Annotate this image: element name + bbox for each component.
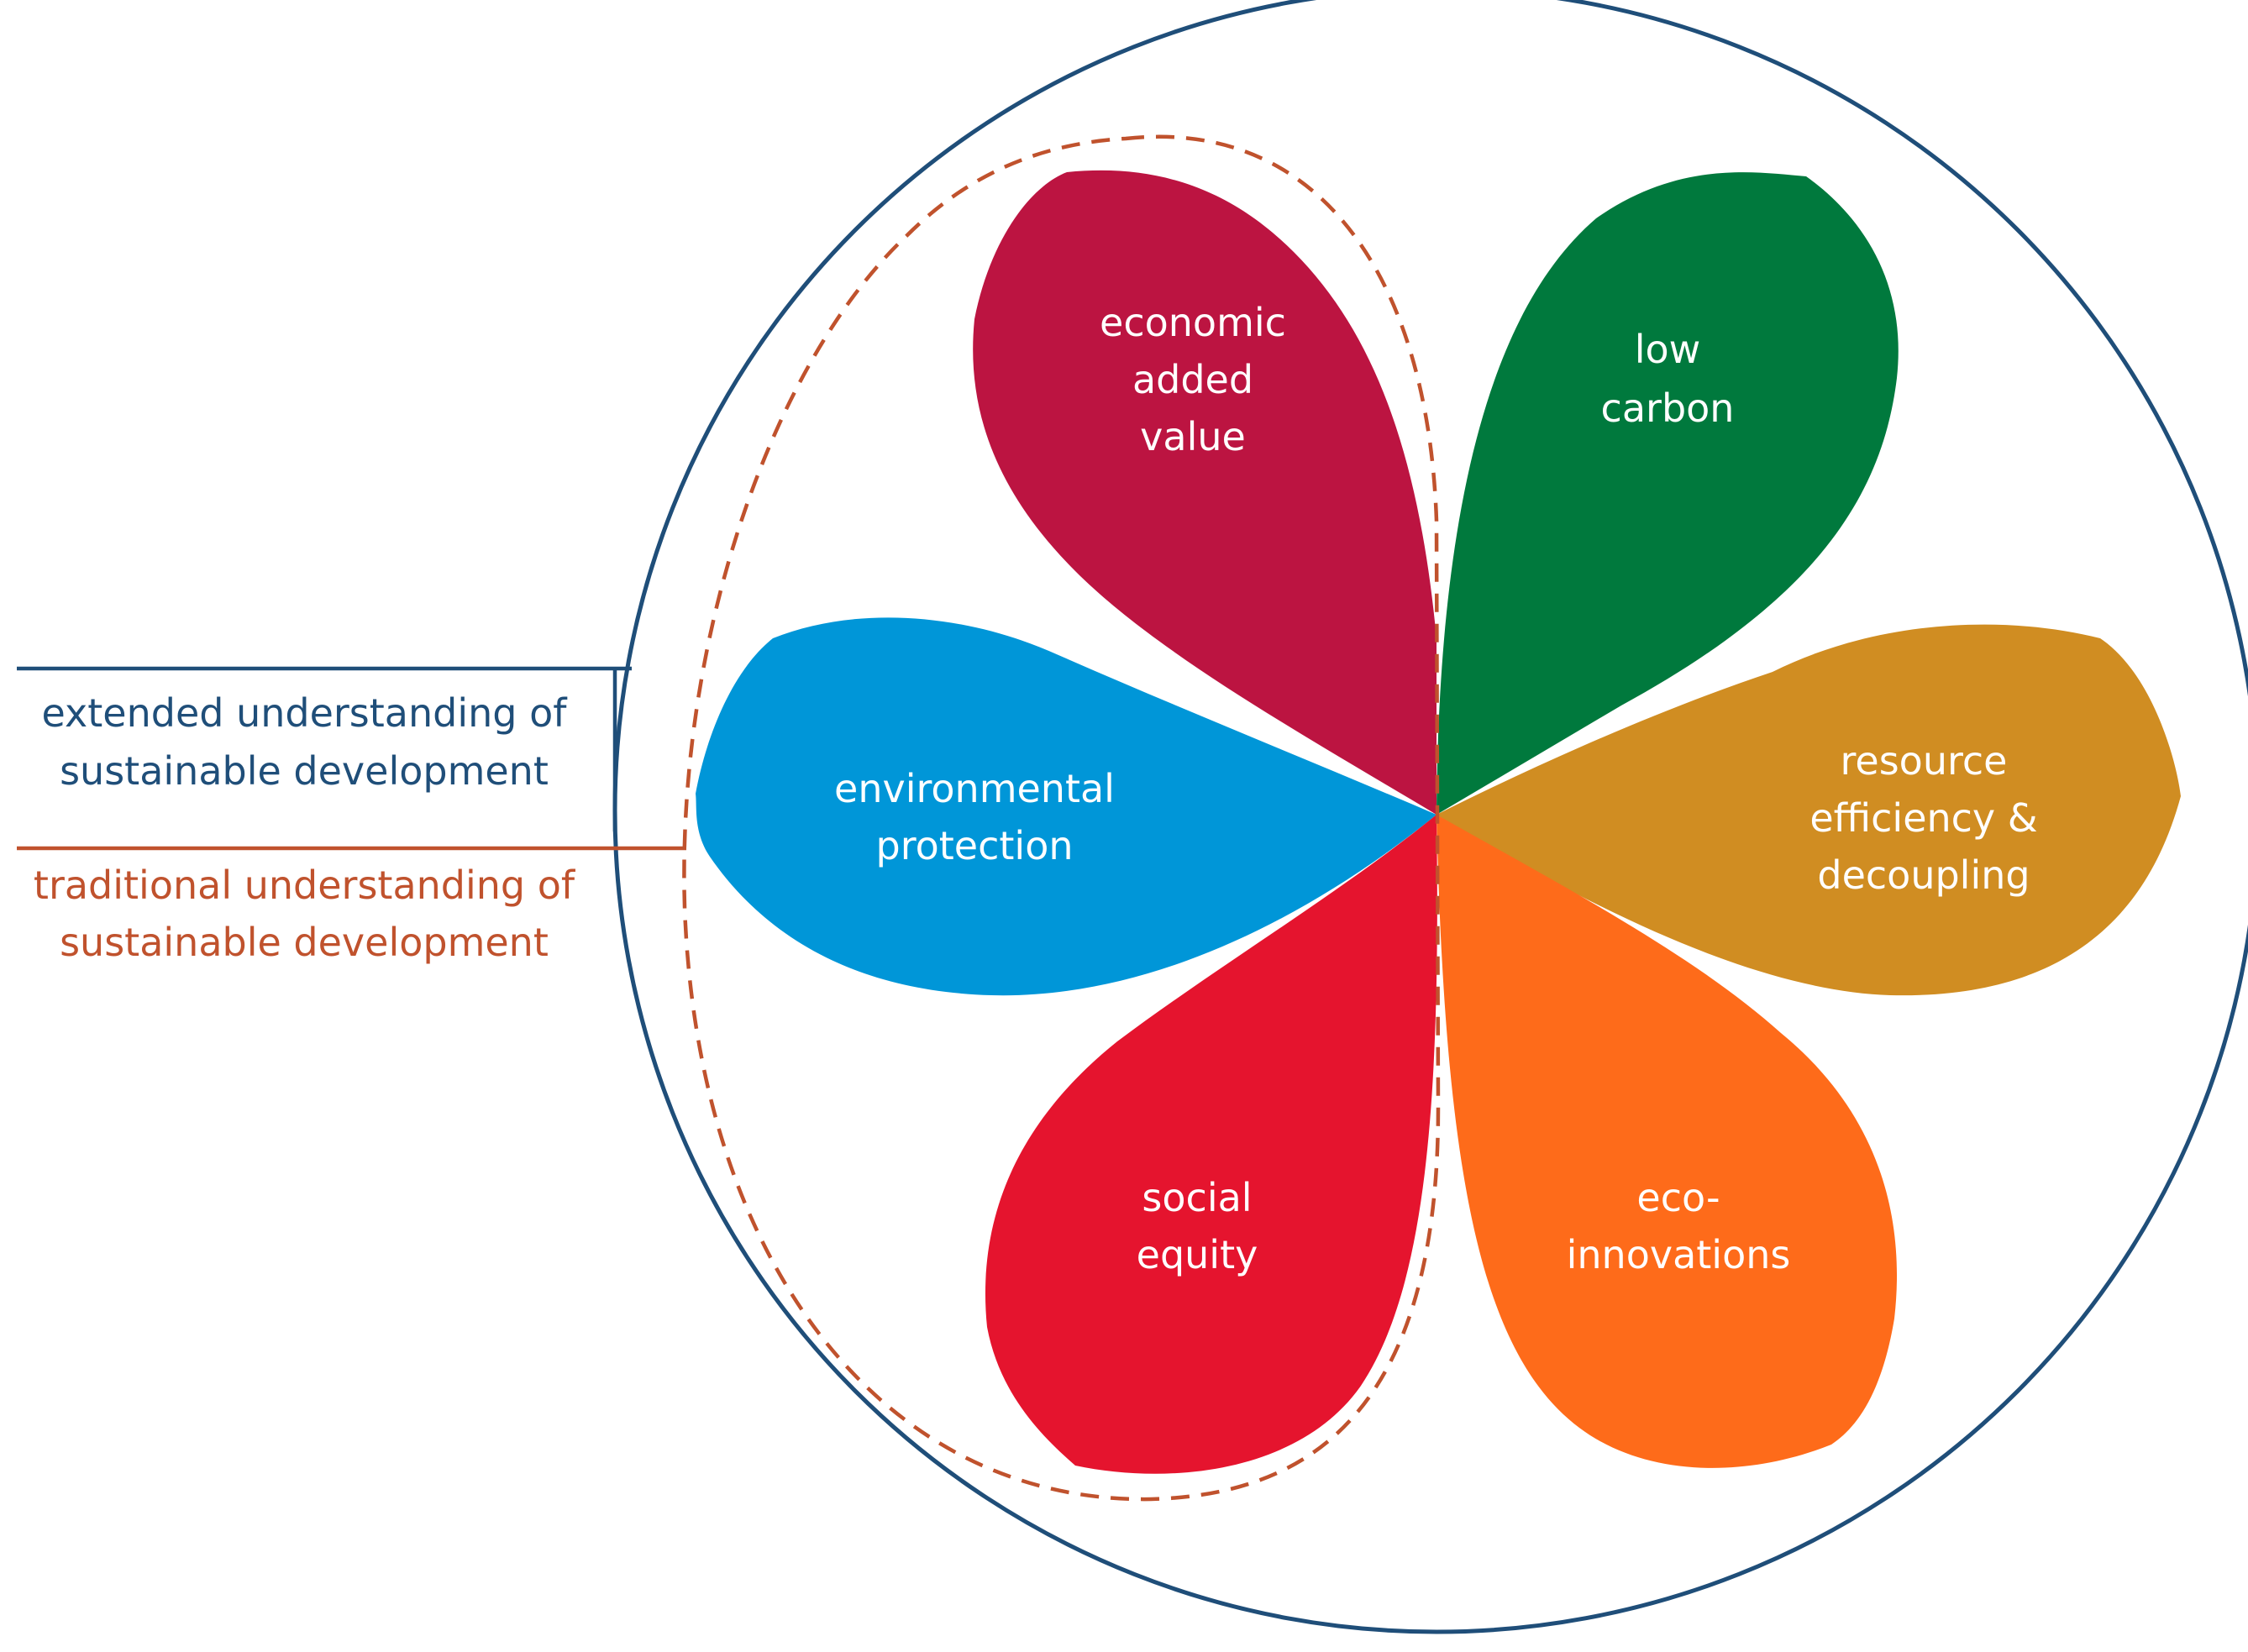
petals-group [696,170,2181,1474]
petal-label-line: economic [1100,300,1286,345]
petal-label-line: equity [1137,1232,1258,1277]
extended-legend: extended understanding of sustainable de… [42,690,569,794]
petal-label-eco-innovations: eco- innovations [1567,1175,1791,1277]
traditional-legend: traditional understanding of sustainable… [34,863,576,965]
petal-label-economic: economic added value [1100,300,1286,459]
petal-label-line: environmental [834,766,1115,811]
petal-economic-added-value [973,170,1437,815]
extended-legend-line1: extended understanding of [42,690,569,736]
petal-label-line: decoupling [1817,852,2030,898]
petal-label-environmental: environmental protection [834,766,1115,868]
petal-label-line: innovations [1567,1232,1791,1277]
petal-label-resource: resource efficiency & decoupling [1809,738,2037,898]
petal-label-line: efficiency & [1809,795,2037,841]
petal-label-line: social [1142,1175,1252,1220]
petal-label-line: added [1132,357,1253,402]
traditional-legend-line2: sustainable development [60,920,549,965]
extended-legend-line2: sustainable development [60,748,549,794]
traditional-boundary-dashed [682,134,1441,1502]
traditional-legend-line1: traditional understanding of [34,863,576,908]
petal-resource-efficiency [1437,624,2181,996]
petal-label-line: protection [876,823,1074,868]
petal-label-line: resource [1841,738,2008,784]
petal-label-line: carbon [1601,385,1735,431]
petal-label-social: social equity [1137,1175,1258,1277]
petal-social-equity [985,815,1437,1474]
petal-low-carbon [1437,172,1899,816]
petal-label-line: value [1140,414,1246,459]
petal-label-line: eco- [1636,1175,1720,1220]
petal-label-low-carbon: low carbon [1601,327,1735,431]
petal-eco-innovations [1437,815,1898,1468]
petal-label-line: low [1635,327,1701,372]
petal-environmental-protection [696,617,1437,996]
